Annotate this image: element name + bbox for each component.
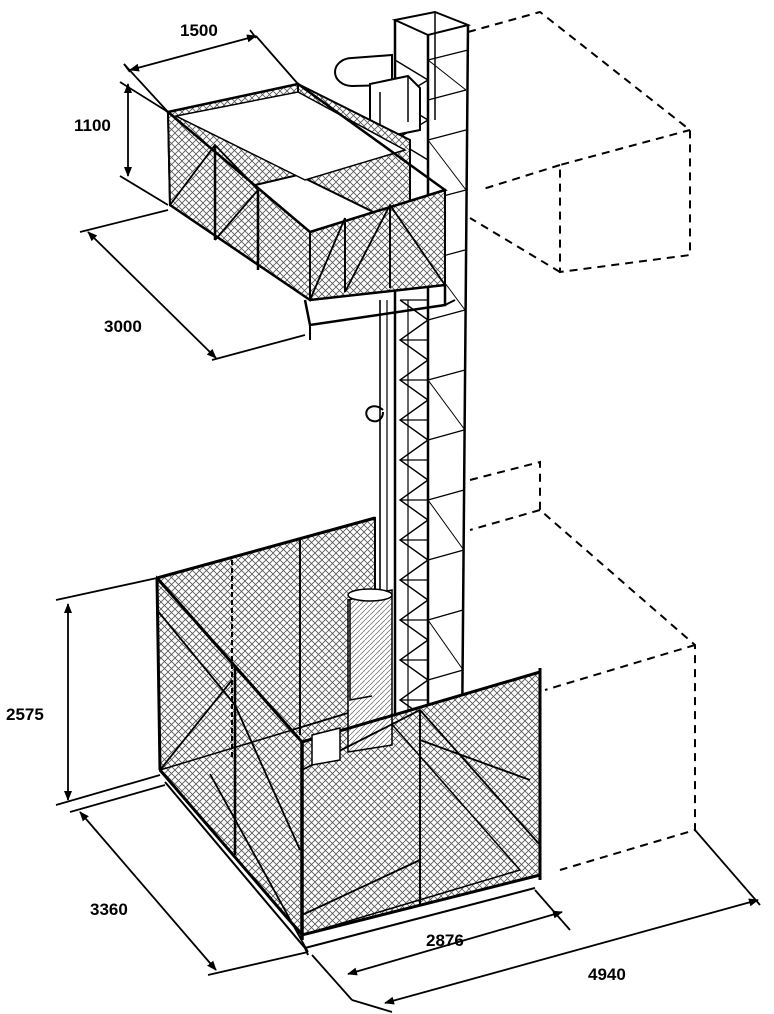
building-outline-lower <box>469 460 696 871</box>
dim-lower-height: 2575 <box>6 705 44 724</box>
dim-lower-width: 2876 <box>426 931 464 950</box>
dim-upper-width: 1500 <box>180 21 218 40</box>
hook <box>365 405 384 423</box>
dim-total-length: 4940 <box>588 965 626 984</box>
mast <box>379 10 472 830</box>
dim-upper-height: 1100 <box>74 116 111 135</box>
dim-lower-depth: 3360 <box>90 900 128 919</box>
drive-unit <box>334 53 421 140</box>
lower-enclosure <box>155 516 542 956</box>
upper-platform <box>165 82 456 340</box>
building-outline-upper <box>467 10 691 274</box>
dimension-lines <box>55 29 761 1013</box>
dim-upper-length: 3000 <box>104 317 142 336</box>
